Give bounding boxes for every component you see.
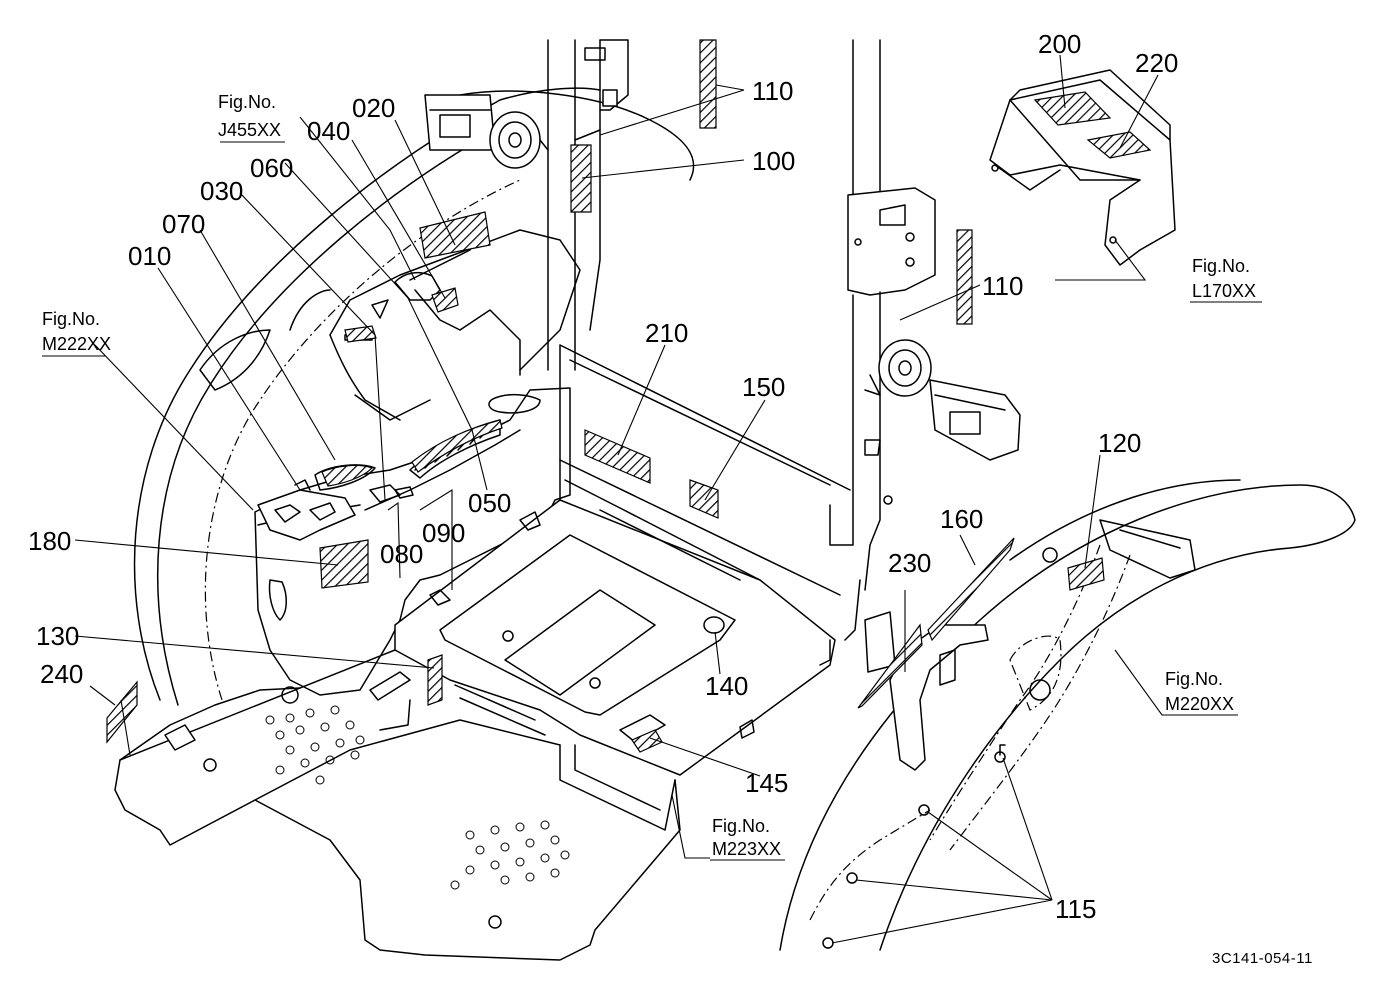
callout-100: 100 — [752, 146, 795, 176]
decal-160 — [927, 537, 1015, 642]
decal-210 — [584, 429, 651, 484]
callout-160: 160 — [940, 504, 983, 534]
callout-110-lower: 110 — [982, 271, 1023, 301]
floor-holes — [265, 705, 570, 890]
callout-145: 145 — [745, 768, 788, 798]
callout-020: 020 — [352, 93, 395, 123]
callout-200: 200 — [1038, 29, 1081, 59]
decal-050 — [411, 419, 503, 473]
callout-130: 130 — [36, 621, 79, 651]
right-work-light — [869, 339, 1021, 461]
decal-110-lower — [956, 229, 973, 325]
figref-m220-label: Fig.No. — [1165, 669, 1223, 689]
figref-j455-code: J455XX — [218, 120, 281, 140]
top-cover — [989, 69, 1176, 266]
callout-050: 050 — [468, 488, 511, 518]
decal-240 — [106, 680, 138, 744]
callout-030: 030 — [200, 176, 243, 206]
callout-210: 210 — [645, 318, 688, 348]
callout-150: 150 — [742, 372, 785, 402]
figref-l170-label: Fig.No. — [1192, 256, 1250, 276]
callout-070: 070 — [162, 209, 205, 239]
figref-m220-code: M220XX — [1165, 694, 1234, 714]
decal-100 — [570, 144, 592, 213]
callout-220: 220 — [1135, 48, 1178, 78]
decal-060 — [344, 325, 377, 343]
callout-115: 115 — [1055, 894, 1096, 924]
callout-180: 180 — [28, 526, 71, 556]
decal-130 — [427, 654, 443, 706]
figure-references: Fig.No. J455XX Fig.No. M222XX Fig.No. L1… — [42, 92, 1256, 859]
callout-labels: 010 020 030 040 050 060 070 080 090 100 … — [28, 29, 1178, 924]
decal-110-upper — [699, 39, 717, 129]
right-fender — [779, 479, 1356, 951]
callout-040: 040 — [307, 116, 350, 146]
figref-m223-code: M223XX — [712, 839, 781, 859]
decal-200 — [1033, 91, 1112, 126]
decal-220 — [1086, 131, 1152, 159]
decal-230 — [857, 623, 923, 709]
right-rops-post — [829, 39, 936, 673]
callout-240: 240 — [40, 659, 83, 689]
figref-m222-label: Fig.No. — [42, 309, 100, 329]
figref-j455-label: Fig.No. — [218, 92, 276, 112]
decal-180 — [319, 539, 369, 589]
callout-080: 080 — [380, 539, 423, 569]
callout-110-upper: 110 — [752, 76, 793, 106]
figref-m223-label: Fig.No. — [712, 816, 770, 836]
decal-040 — [431, 287, 459, 313]
callout-230: 230 — [888, 548, 931, 578]
decal-120 — [1067, 557, 1105, 591]
callout-010: 010 — [128, 241, 171, 271]
leader-lines — [42, 54, 1262, 944]
figref-m222-code: M222XX — [42, 334, 111, 354]
decal-020 — [419, 211, 491, 259]
left-work-light — [424, 94, 549, 169]
left-fender — [133, 87, 695, 706]
decal-070 — [321, 464, 374, 487]
callout-120: 120 — [1098, 428, 1141, 458]
figref-l170-code: L170XX — [1192, 281, 1256, 301]
callout-090: 090 — [422, 518, 465, 548]
drawing-code: 3C141-054-11 — [1212, 950, 1313, 967]
callout-140: 140 — [705, 671, 748, 701]
callout-060: 060 — [250, 153, 293, 183]
